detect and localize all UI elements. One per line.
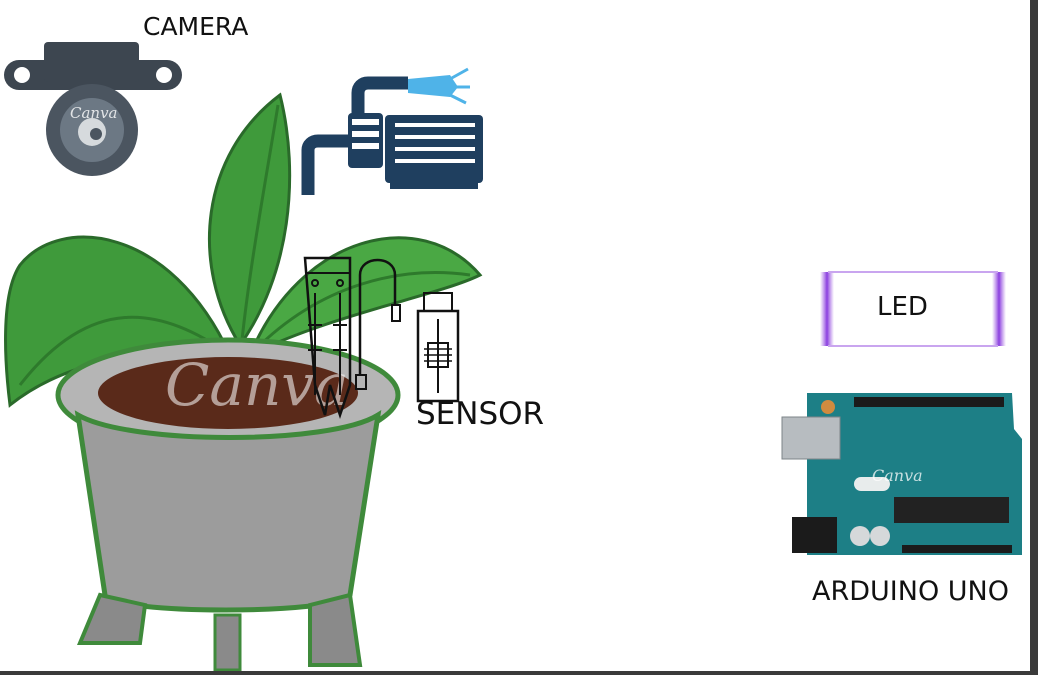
plant-pot-icon: Canva: [4, 92, 483, 671]
soil-moisture-probe-icon: [303, 256, 401, 419]
water-pump-icon: [301, 67, 483, 195]
led-icon: [820, 271, 1006, 347]
camera-label: CAMERA: [143, 12, 249, 41]
watermark-text: Canva: [70, 104, 118, 122]
arduino-board-icon: Canva: [781, 393, 1022, 555]
sensor-module-icon: [416, 292, 460, 403]
watermark-text: Canva: [165, 351, 349, 419]
led-label: LED: [877, 292, 928, 322]
arduino-label: ARDUINO UNO: [812, 576, 1009, 607]
camera-icon: Canva: [4, 42, 182, 176]
sensor-label: SENSOR: [416, 396, 545, 432]
watermark-text: Canva: [872, 466, 923, 485]
